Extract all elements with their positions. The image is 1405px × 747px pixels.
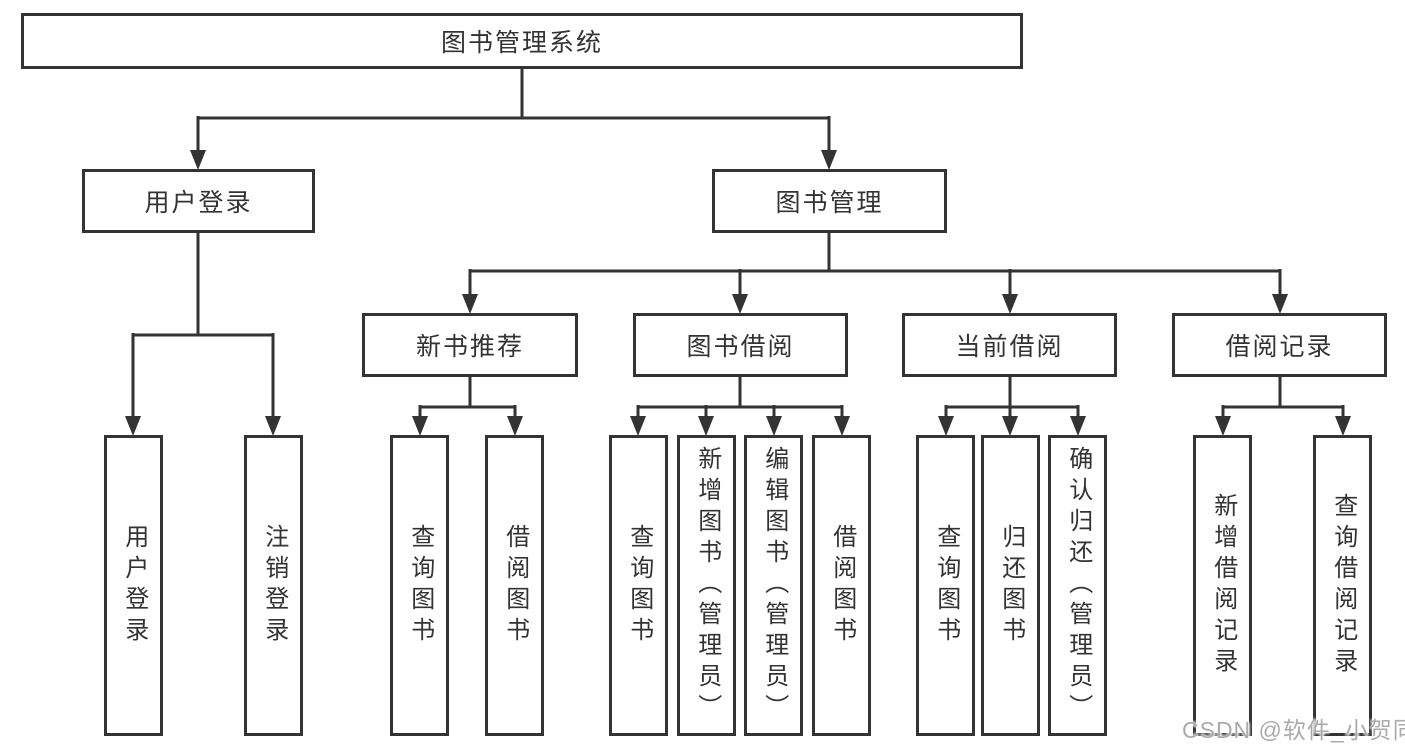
leaf-label: 注销登录 [260, 523, 288, 648]
leaf-user-login: 用户登录 [104, 435, 163, 736]
node-current-borrowing: 当前借阅 [902, 313, 1117, 377]
leaf-query-books-borrowing: 查询图书 [609, 435, 668, 736]
csdn-watermark: CSDN @软件_小贺同学 [1182, 717, 1405, 743]
leaf-edit-books-admin: 编辑图书（管理员） [744, 435, 803, 736]
leaf-borrow-books-recommend: 借阅图书 [485, 435, 544, 736]
leaf-confirm-return-admin: 确认归还（管理员） [1048, 435, 1107, 736]
leaf-query-books-recommend: 查询图书 [390, 435, 449, 736]
leaf-label: 编辑图书（管理员） [760, 446, 788, 725]
leaf-label: 新增借阅记录 [1209, 492, 1237, 679]
leaf-label: 查询图书 [625, 523, 653, 648]
node-library-management-system: 图书管理系统 [21, 13, 1023, 69]
leaf-label: 确认归还（管理员） [1064, 446, 1092, 725]
leaf-label: 查询图书 [406, 523, 434, 648]
leaf-label: 新增图书（管理员） [693, 446, 721, 725]
leaf-label: 借阅图书 [501, 523, 529, 648]
leaf-add-books-admin: 新增图书（管理员） [677, 435, 736, 736]
leaf-label: 借阅图书 [828, 523, 856, 648]
leaf-label: 查询图书 [932, 523, 960, 648]
node-new-book-recommendation: 新书推荐 [362, 313, 578, 377]
leaf-borrow-books-borrowing: 借阅图书 [812, 435, 871, 736]
leaf-return-books: 归还图书 [981, 435, 1040, 736]
node-borrowing-records: 借阅记录 [1172, 313, 1387, 377]
node-user-login: 用户登录 [82, 169, 315, 233]
leaf-query-borrow-record: 查询借阅记录 [1313, 435, 1372, 736]
arrowheads [125, 150, 1351, 436]
leaf-logout-login: 注销登录 [244, 435, 303, 736]
leaf-label: 归还图书 [997, 523, 1025, 648]
leaf-label: 用户登录 [120, 523, 148, 648]
node-book-borrowing: 图书借阅 [633, 313, 848, 377]
leaf-label: 查询借阅记录 [1329, 492, 1357, 679]
node-book-management: 图书管理 [712, 169, 947, 233]
leaf-add-borrow-record: 新增借阅记录 [1193, 435, 1252, 736]
leaf-query-books-current: 查询图书 [916, 435, 975, 736]
